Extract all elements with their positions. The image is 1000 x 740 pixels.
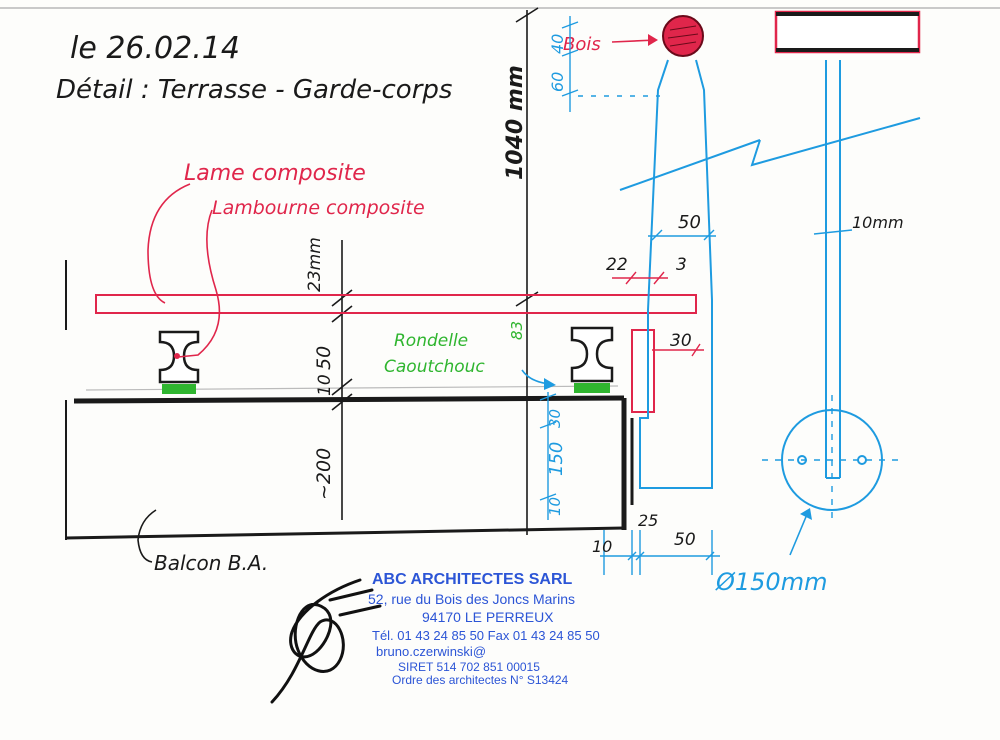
label-lame: Lame composite	[184, 161, 366, 186]
plate-dim	[652, 343, 704, 357]
stamp-phone: Tél. 01 43 24 85 50 Fax 01 43 24 85 50	[372, 628, 600, 643]
label-lambourne: Lambourne composite	[212, 197, 425, 219]
dim-50-bottom: 50	[674, 530, 696, 550]
dim-150: 150	[546, 442, 567, 476]
stamp-company: ABC ARCHITECTES SARL	[372, 571, 573, 588]
arrow-bois-head	[648, 34, 658, 46]
handrail-elevation	[774, 10, 921, 54]
stamp-email: bruno.czerwinski@	[376, 644, 486, 659]
dim-83: 83	[508, 321, 526, 340]
bottom-horiz-dims	[600, 530, 720, 575]
rubber-washer-left	[162, 384, 196, 394]
dim-10-bottom: 10	[592, 537, 612, 556]
handrail-wood-section	[662, 15, 704, 57]
dim-23mm: 23mm	[305, 237, 325, 292]
rubber-washer-right	[574, 383, 610, 393]
deck-board	[95, 294, 697, 314]
leader-balcon	[137, 509, 157, 563]
top-dims	[561, 16, 660, 112]
dim-10-left: 10	[315, 374, 335, 396]
dim-10mm: 10mm	[852, 213, 904, 232]
dim-60: 60	[548, 72, 567, 92]
leader-rondelle-head	[544, 378, 556, 390]
dim-30: 30	[670, 331, 692, 351]
dim-200: ~200	[313, 448, 335, 500]
post-section	[619, 59, 921, 505]
date-text: le 26.02.14	[70, 31, 240, 66]
stamp-siret: SIRET 514 702 851 00015	[398, 660, 540, 674]
stamp-city: 94170 LE PERREUX	[422, 609, 554, 625]
side-plate	[631, 329, 655, 413]
dim-50: 50	[313, 346, 335, 370]
dim-line-left	[331, 240, 353, 520]
dim-3: 3	[676, 255, 687, 275]
leader-diameter	[789, 511, 809, 556]
joist-right	[570, 326, 614, 383]
gap-dims	[612, 271, 668, 285]
leader-lame	[147, 183, 191, 304]
dim-40: 40	[548, 34, 567, 54]
dim-diameter: Ø150mm	[715, 568, 827, 596]
label-balcon: Balcon B.A.	[154, 551, 268, 575]
leader-diameter-head	[800, 508, 812, 520]
signature	[270, 578, 382, 704]
base-plate	[762, 395, 900, 525]
post-width-dim	[648, 229, 716, 241]
stamp-order: Ordre des architectes N° S13424	[392, 673, 569, 687]
label-bois: Bois	[563, 34, 601, 55]
label-caoutchouc: Caoutchouc	[384, 357, 485, 377]
leader-lambourne	[177, 209, 221, 358]
dim-50-post: 50	[678, 212, 701, 233]
bottom-vert-dims	[539, 392, 557, 520]
architect-stamp: ABC ARCHITECTES SARL 52, rue du Bois des…	[368, 571, 600, 687]
dim-30-vert: 30	[546, 409, 564, 428]
dim-25: 25	[638, 511, 658, 530]
dim-total-height: 1040 mm	[503, 65, 528, 180]
dim-10-vert: 10	[546, 497, 564, 516]
label-rondelle: Rondelle	[394, 331, 468, 351]
dim-22: 22	[606, 255, 628, 275]
stamp-address: 52, rue du Bois des Joncs Marins	[368, 591, 575, 607]
detail-title: Détail : Terrasse - Garde-corps	[56, 75, 452, 105]
elevation-rod	[813, 60, 853, 479]
